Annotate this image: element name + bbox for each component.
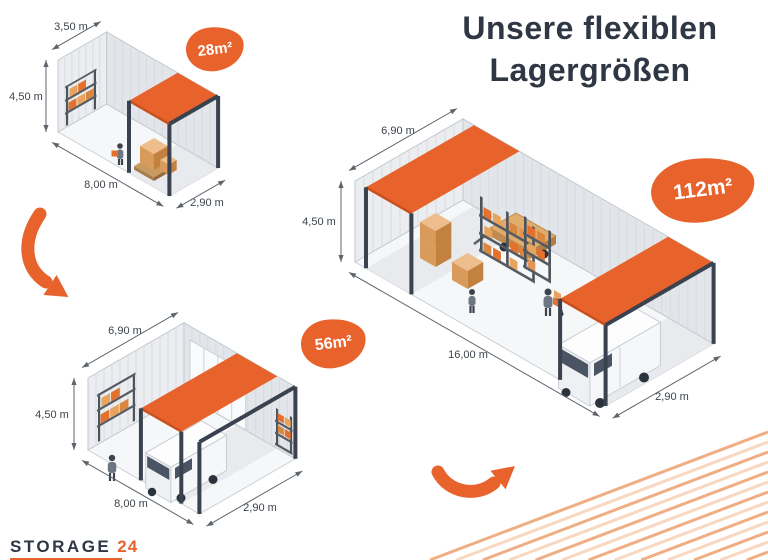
dim-length: 8,00 m [84, 179, 118, 191]
shelf-rack [65, 68, 97, 126]
dim-depth: 3,50 m [54, 21, 88, 33]
orange-canopy [140, 353, 278, 432]
dimension-lines [43, 21, 721, 527]
size-label: 28m² [196, 38, 234, 60]
storage-unit-56: 6,90 m 4,50 m 8,00 m 2,90 m [35, 321, 298, 515]
worker-figure [107, 454, 117, 481]
box-stacks [420, 213, 484, 289]
logo-number: 24 [117, 536, 139, 556]
page-title: Unsere flexiblen Lagergrößen [418, 8, 762, 91]
diagonal-stripes-decoration [429, 430, 768, 560]
box-truck [557, 303, 662, 408]
curved-arrow-right-icon [431, 465, 515, 498]
dim-height: 4,50 m [35, 409, 69, 421]
title-line-2: Lagergrößen [489, 51, 691, 88]
dim-gate: 2,90 m [655, 391, 689, 403]
dim-depth: 6,90 m [381, 125, 415, 137]
title-line-1: Unsere flexiblen [462, 10, 718, 46]
dim-length: 16,00 m [448, 349, 488, 361]
pallet-with-boxes [134, 138, 177, 181]
dim-gate: 2,90 m [243, 502, 277, 514]
dim-gate: 2,90 m [190, 197, 224, 209]
wall-corrugation [95, 327, 177, 446]
curved-arrow-down-icon [21, 207, 69, 297]
worker-figure [111, 143, 124, 165]
shelf-rack [97, 372, 136, 442]
dim-height: 4,50 m [302, 216, 336, 228]
orange-canopy [129, 72, 219, 124]
size-label: 112m² [671, 174, 734, 205]
orange-canopy [560, 236, 714, 325]
shelf-rack [523, 216, 551, 284]
orange-canopy [366, 125, 520, 214]
dim-length: 8,00 m [114, 498, 148, 510]
shelf-rack [275, 408, 293, 455]
storage-unit-28: 3,50 m 4,50 m 8,00 m 2,90 m [9, 21, 224, 209]
size-label: 56m² [313, 332, 354, 354]
shelf-rack [479, 196, 535, 284]
dim-depth: 6,90 m [108, 325, 142, 337]
logo-underline [10, 557, 122, 560]
storage-unit-112: 6,90 m 4,50 m 16,00 m 2,90 m [302, 118, 716, 408]
worker-figure [468, 289, 476, 313]
logo-text: STORAGE [10, 536, 112, 556]
dim-height: 4,50 m [9, 91, 43, 103]
